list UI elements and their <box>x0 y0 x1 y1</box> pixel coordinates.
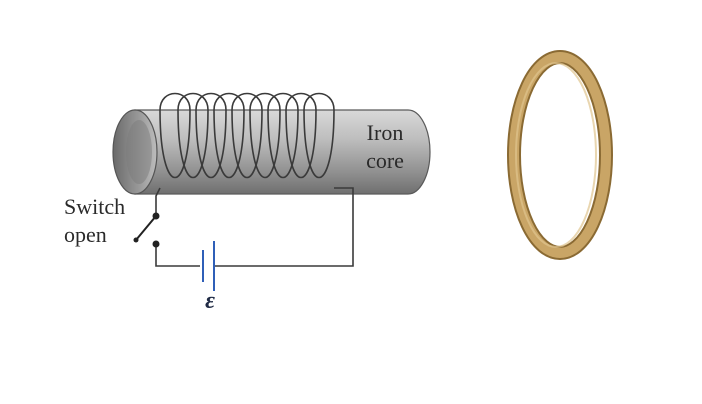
switch-open <box>133 212 160 248</box>
solenoid-coil <box>159 92 335 178</box>
switch-label-line1: Switch <box>64 194 125 219</box>
iron-core <box>112 109 431 195</box>
copper-ring <box>507 50 613 260</box>
emf-label: ε <box>205 288 215 314</box>
iron-label-line1: Iron <box>367 120 404 145</box>
switch-label-line2: open <box>64 222 107 247</box>
battery <box>202 241 215 291</box>
circuit-wires <box>155 187 354 267</box>
iron-label-line2: core <box>366 148 404 173</box>
